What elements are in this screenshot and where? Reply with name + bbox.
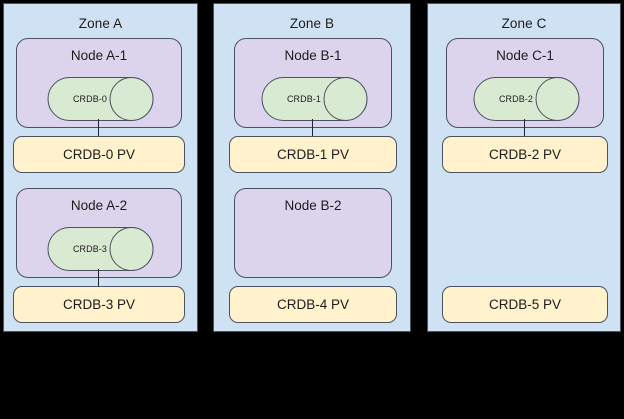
node-label: Node A-1: [70, 48, 128, 63]
database-label: CRDB-3: [72, 244, 108, 254]
node-label: Node C-1: [496, 48, 554, 63]
persistent-volume-label: CRDB-1 PV: [276, 147, 349, 162]
persistent-volume-box: CRDB-0 PV: [13, 136, 185, 173]
node-volume-connector: [98, 119, 99, 137]
persistent-volume-box: CRDB-4 PV: [229, 286, 397, 323]
database-label: CRDB-0: [72, 94, 108, 104]
cylinder-shape: [47, 227, 154, 271]
persistent-volume-label: CRDB-5 PV: [488, 297, 561, 312]
persistent-volume-box: CRDB-1 PV: [229, 136, 397, 173]
node-label: Node A-2: [70, 198, 128, 213]
zone-title: Zone B: [289, 16, 335, 31]
database-cylinder: CRDB-1: [261, 77, 368, 121]
persistent-volume-label: CRDB-0 PV: [62, 147, 135, 162]
cylinder-shape: [261, 77, 368, 121]
zone-title: Zone C: [501, 16, 547, 31]
database-cylinder: CRDB-2: [473, 77, 580, 121]
persistent-volume-label: CRDB-3 PV: [62, 297, 135, 312]
node-label: Node B-2: [284, 198, 342, 213]
cylinder-shape: [47, 77, 154, 121]
database-cylinder: CRDB-0: [47, 77, 154, 121]
zone-title: Zone A: [78, 16, 123, 31]
node-volume-connector: [312, 119, 313, 137]
database-label: CRDB-2: [498, 94, 534, 104]
persistent-volume-box: CRDB-2 PV: [442, 136, 608, 173]
persistent-volume-box: CRDB-3 PV: [13, 286, 185, 323]
node-volume-connector: [524, 119, 525, 137]
persistent-volume-box: CRDB-5 PV: [442, 286, 608, 323]
node-box: Node B-2: [234, 188, 392, 278]
database-cylinder: CRDB-3: [47, 227, 154, 271]
database-label: CRDB-1: [286, 94, 322, 104]
persistent-volume-label: CRDB-4 PV: [276, 297, 349, 312]
persistent-volume-label: CRDB-2 PV: [488, 147, 561, 162]
node-volume-connector: [98, 269, 99, 287]
cylinder-shape: [473, 77, 580, 121]
node-label: Node B-1: [284, 48, 342, 63]
